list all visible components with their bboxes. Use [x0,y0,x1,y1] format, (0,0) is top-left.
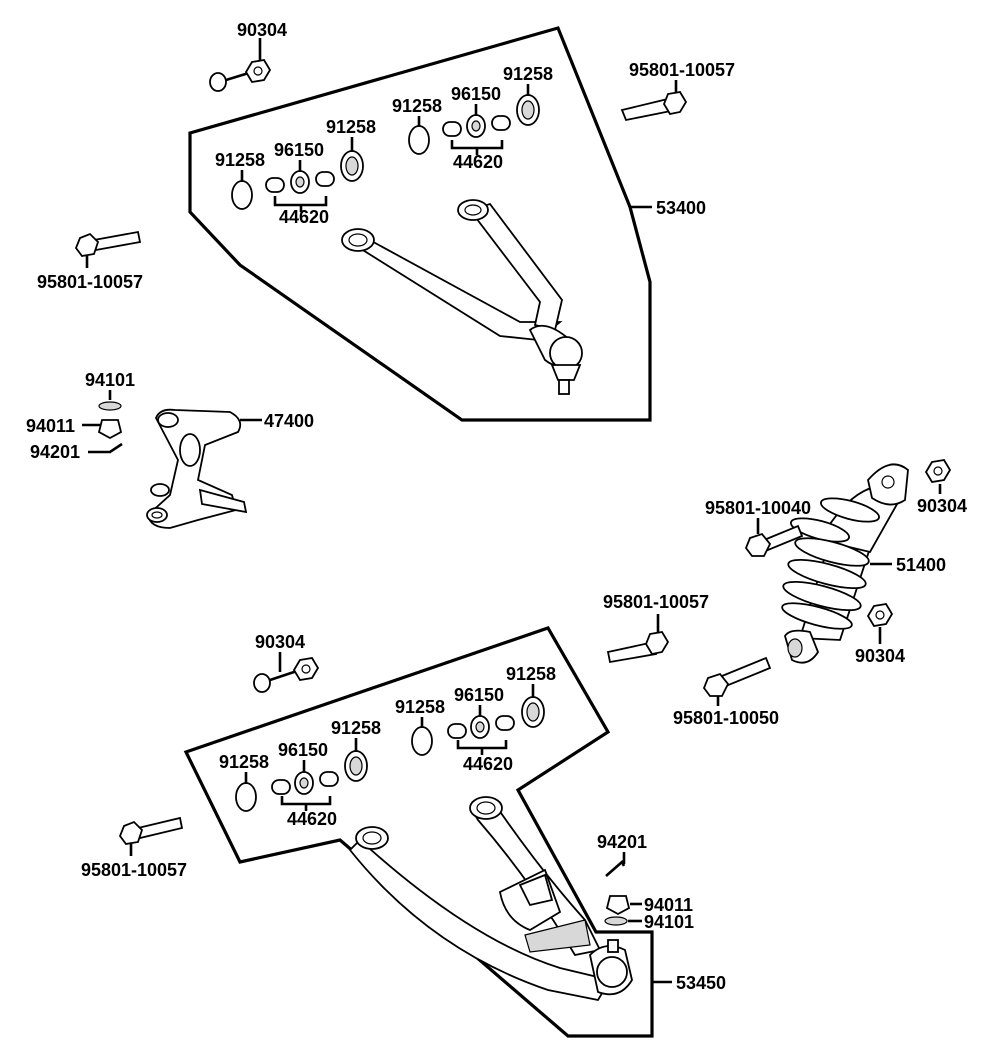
bolt-95801-10040 [744,518,804,557]
washer-91258-ll [235,782,257,812]
label-47400: 47400 [264,411,314,431]
label-94101-lower: 94101 [644,912,694,932]
label-91258-ul-seal: 91258 [326,117,376,137]
label-91258-ll-seal: 91258 [331,718,381,738]
label-51400: 51400 [896,555,946,575]
label-95801-10057-ll: 95801-10057 [81,860,187,880]
upper-arm-kit-outline [188,26,652,422]
label-95801-10040: 95801-10040 [705,498,811,518]
label-94201-upper: 94201 [30,442,80,462]
spacer-44620-lr1 [447,723,467,739]
spacer-44620-ll2 [319,771,339,787]
lower-arm-group [118,626,672,1038]
washer-94101-upper [98,401,122,411]
label-94201-lower: 94201 [597,832,647,852]
washer-94101-lower [604,916,628,926]
bolt-95801-10057-mid [606,614,670,664]
bolt-95801-10057-ur [620,80,688,122]
label-94011-upper: 94011 [26,416,75,436]
spacer-44620-ul2 [315,171,335,187]
label-91258-lr-seal: 91258 [506,664,556,684]
label-91258-ll-washer: 91258 [219,752,269,772]
bolt-95801-10050 [702,656,772,706]
label-95801-10057-mid: 95801-10057 [603,592,709,612]
label-95801-10057-ur: 95801-10057 [629,60,735,80]
label-53450: 53450 [676,973,726,993]
lower-arm-kit-outline [183,626,654,1038]
shock-group [606,459,952,706]
label-95801-10057-ul: 95801-10057 [37,272,143,292]
spacer-44620-lr2 [495,715,515,731]
spacer-44620-ul1 [265,177,285,193]
part-number-labels: 90304 95801-10057 91258 91258 96150 9125… [26,20,967,993]
nut-94011-upper [97,419,123,440]
label-44620-ul: 44620 [279,207,329,227]
nut-90304-shock-bottom [866,603,894,644]
spacer-44620-ll1 [271,779,291,795]
label-91258-ur-washer: 91258 [392,96,442,116]
label-94101-upper: 94101 [85,370,135,390]
label-95801-10050: 95801-10050 [673,708,779,728]
upper-a-arm-part [341,199,583,395]
washer-91258-lr [411,726,433,756]
label-44620-lr: 44620 [463,754,513,774]
label-96150-ll: 96150 [278,740,328,760]
knuckle-47400-part [146,408,248,529]
nut-94011-lower [605,895,631,916]
label-96150-ur: 96150 [451,84,501,104]
lower-a-arm-part [348,796,633,1002]
shock-absorber-51400-part [781,463,909,664]
washer-91258-ul [231,180,253,210]
spacer-44620-ur1 [442,121,462,137]
bolt-95801-10057-ul [74,230,142,268]
label-96150-lr: 96150 [454,685,504,705]
nut-90304-shock-top [924,459,952,494]
label-44620-ur: 44620 [453,152,503,172]
label-91258-ur-seal: 91258 [503,64,553,84]
nut-90304-top [209,38,272,92]
label-53400: 53400 [656,198,706,218]
bolt-95801-10057-ll [118,816,184,856]
washer-91258-ur [408,125,430,155]
pin-94201-upper [88,442,123,454]
label-90304-shock-top: 90304 [917,496,967,516]
label-96150-ul: 96150 [274,140,324,160]
spacer-44620-ur2 [491,115,511,131]
upper-arm-group [74,26,688,422]
nut-90304-lower [253,652,320,693]
label-91258-ul-washer: 91258 [215,150,265,170]
label-90304-top: 90304 [237,20,287,40]
pin-94201-lower [605,859,626,877]
label-91258-lr-washer: 91258 [395,697,445,717]
label-94011-lower: 94011 [644,895,693,915]
label-90304-lower: 90304 [255,632,305,652]
label-44620-ll: 44620 [287,809,337,829]
label-90304-shock-bottom: 90304 [855,646,905,666]
knuckle-group [82,390,262,529]
